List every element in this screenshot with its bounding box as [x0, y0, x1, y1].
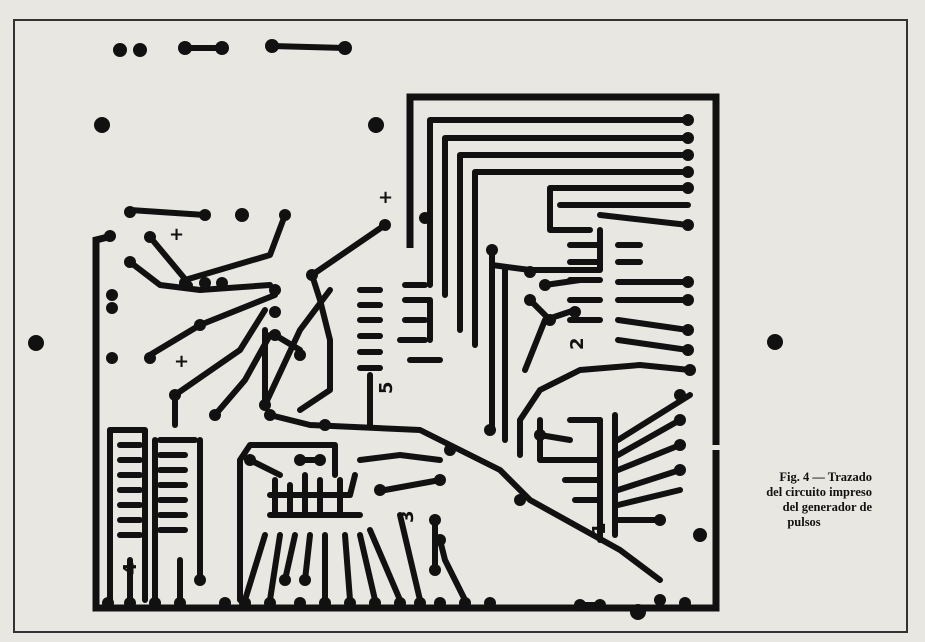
ic-label-5: 5 — [376, 381, 397, 394]
solder-pads — [28, 39, 783, 620]
ic-label-3: 3 — [397, 510, 418, 523]
caption-line-1: Fig. 4 — Trazado — [779, 470, 872, 484]
polarity-mark-1: + — [169, 224, 184, 245]
ic-labels: 1 2 3 4 5 — [120, 337, 610, 575]
copper-traces — [107, 43, 693, 608]
ic-label-1: 1 — [589, 522, 610, 535]
polarity-mark-2: + — [174, 351, 189, 372]
ic-label-2: 2 — [567, 337, 588, 350]
polarity-mark-3: + — [378, 187, 393, 208]
polarity-marks: + + + — [169, 187, 393, 372]
ic-label-4: 4 — [120, 562, 141, 575]
scan-frame — [13, 19, 908, 633]
caption-line-3: del generador de — [782, 500, 872, 514]
caption-line-4: pulsos — [787, 515, 821, 529]
figure-caption: Fig. 4 — Trazado del circuito impreso de… — [716, 470, 872, 530]
caption-line-2: del circuito impreso — [766, 485, 872, 499]
